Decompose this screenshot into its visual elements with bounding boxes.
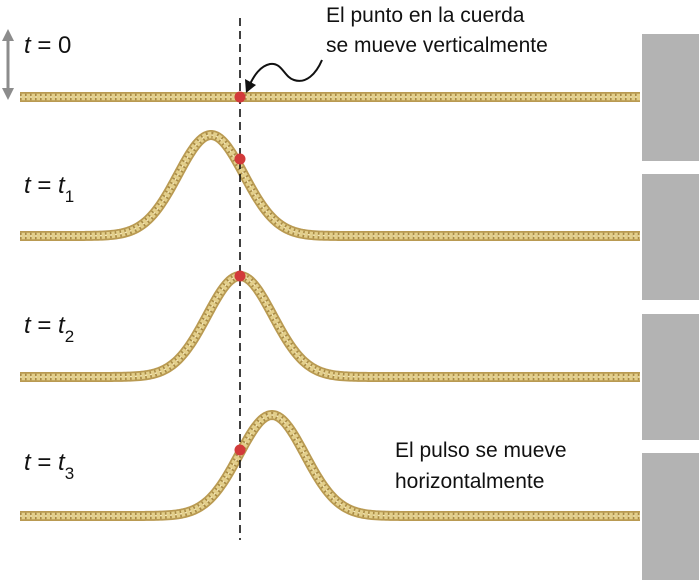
time-var: t [24,449,32,476]
rope-t2-strand [17,271,643,382]
rope-t2 [17,271,643,382]
rope-t1 [17,130,643,241]
rope-t1-strand [20,134,640,237]
time-subscript: 2 [65,327,74,346]
wall-segment [642,453,699,580]
time-label-t1: t = t1 [24,172,74,206]
string-point-dot [234,444,246,456]
string-point-dot [234,153,246,165]
rope-t1-strand [17,130,643,241]
annotation-pulse-line1: El pulso se mueve [395,439,567,462]
annotation-pulse-line2: horizontalmente [395,470,544,493]
rope-t2-strand [18,272,642,381]
string-point-markers [234,91,246,456]
ropes [17,92,643,521]
time-label-t3: t = t3 [24,449,74,483]
wall-segment [642,174,699,300]
wall-segment [642,314,699,440]
time-var: t [24,172,32,199]
curved-pointer-arrow-icon [245,59,323,93]
equals-sign: = [31,449,58,476]
time-var: t [24,32,32,59]
string-point-dot [234,270,246,282]
time-subscript: 1 [65,187,74,206]
time-value: 0 [58,32,71,59]
time-value: t [58,449,66,476]
rope-t2-strand [18,272,642,381]
annotation-point-line2: se mueve verticalmente [326,34,548,57]
rope-t1-strand [18,131,642,240]
time-value: t [58,312,66,339]
equals-sign: = [31,312,58,339]
time-subscript: 3 [65,464,74,483]
time-value: t [58,172,66,199]
wall [642,34,699,580]
wall-segment [642,34,699,161]
rope-t3 [17,410,643,521]
rope-t2-strand [20,275,640,378]
time-label-t2: t = t2 [24,312,74,346]
rope-t1-strand [18,131,642,240]
rope-t3-strand [20,414,640,517]
time-var: t [24,312,32,339]
equals-sign: = [31,172,58,199]
equals-sign: = [31,32,58,59]
rope-t3-strand [17,410,643,521]
time-label-t0: t = 0 [24,32,71,59]
annotation-point-line1: El punto en la cuerda [326,4,525,27]
string-point-dot [234,91,246,103]
